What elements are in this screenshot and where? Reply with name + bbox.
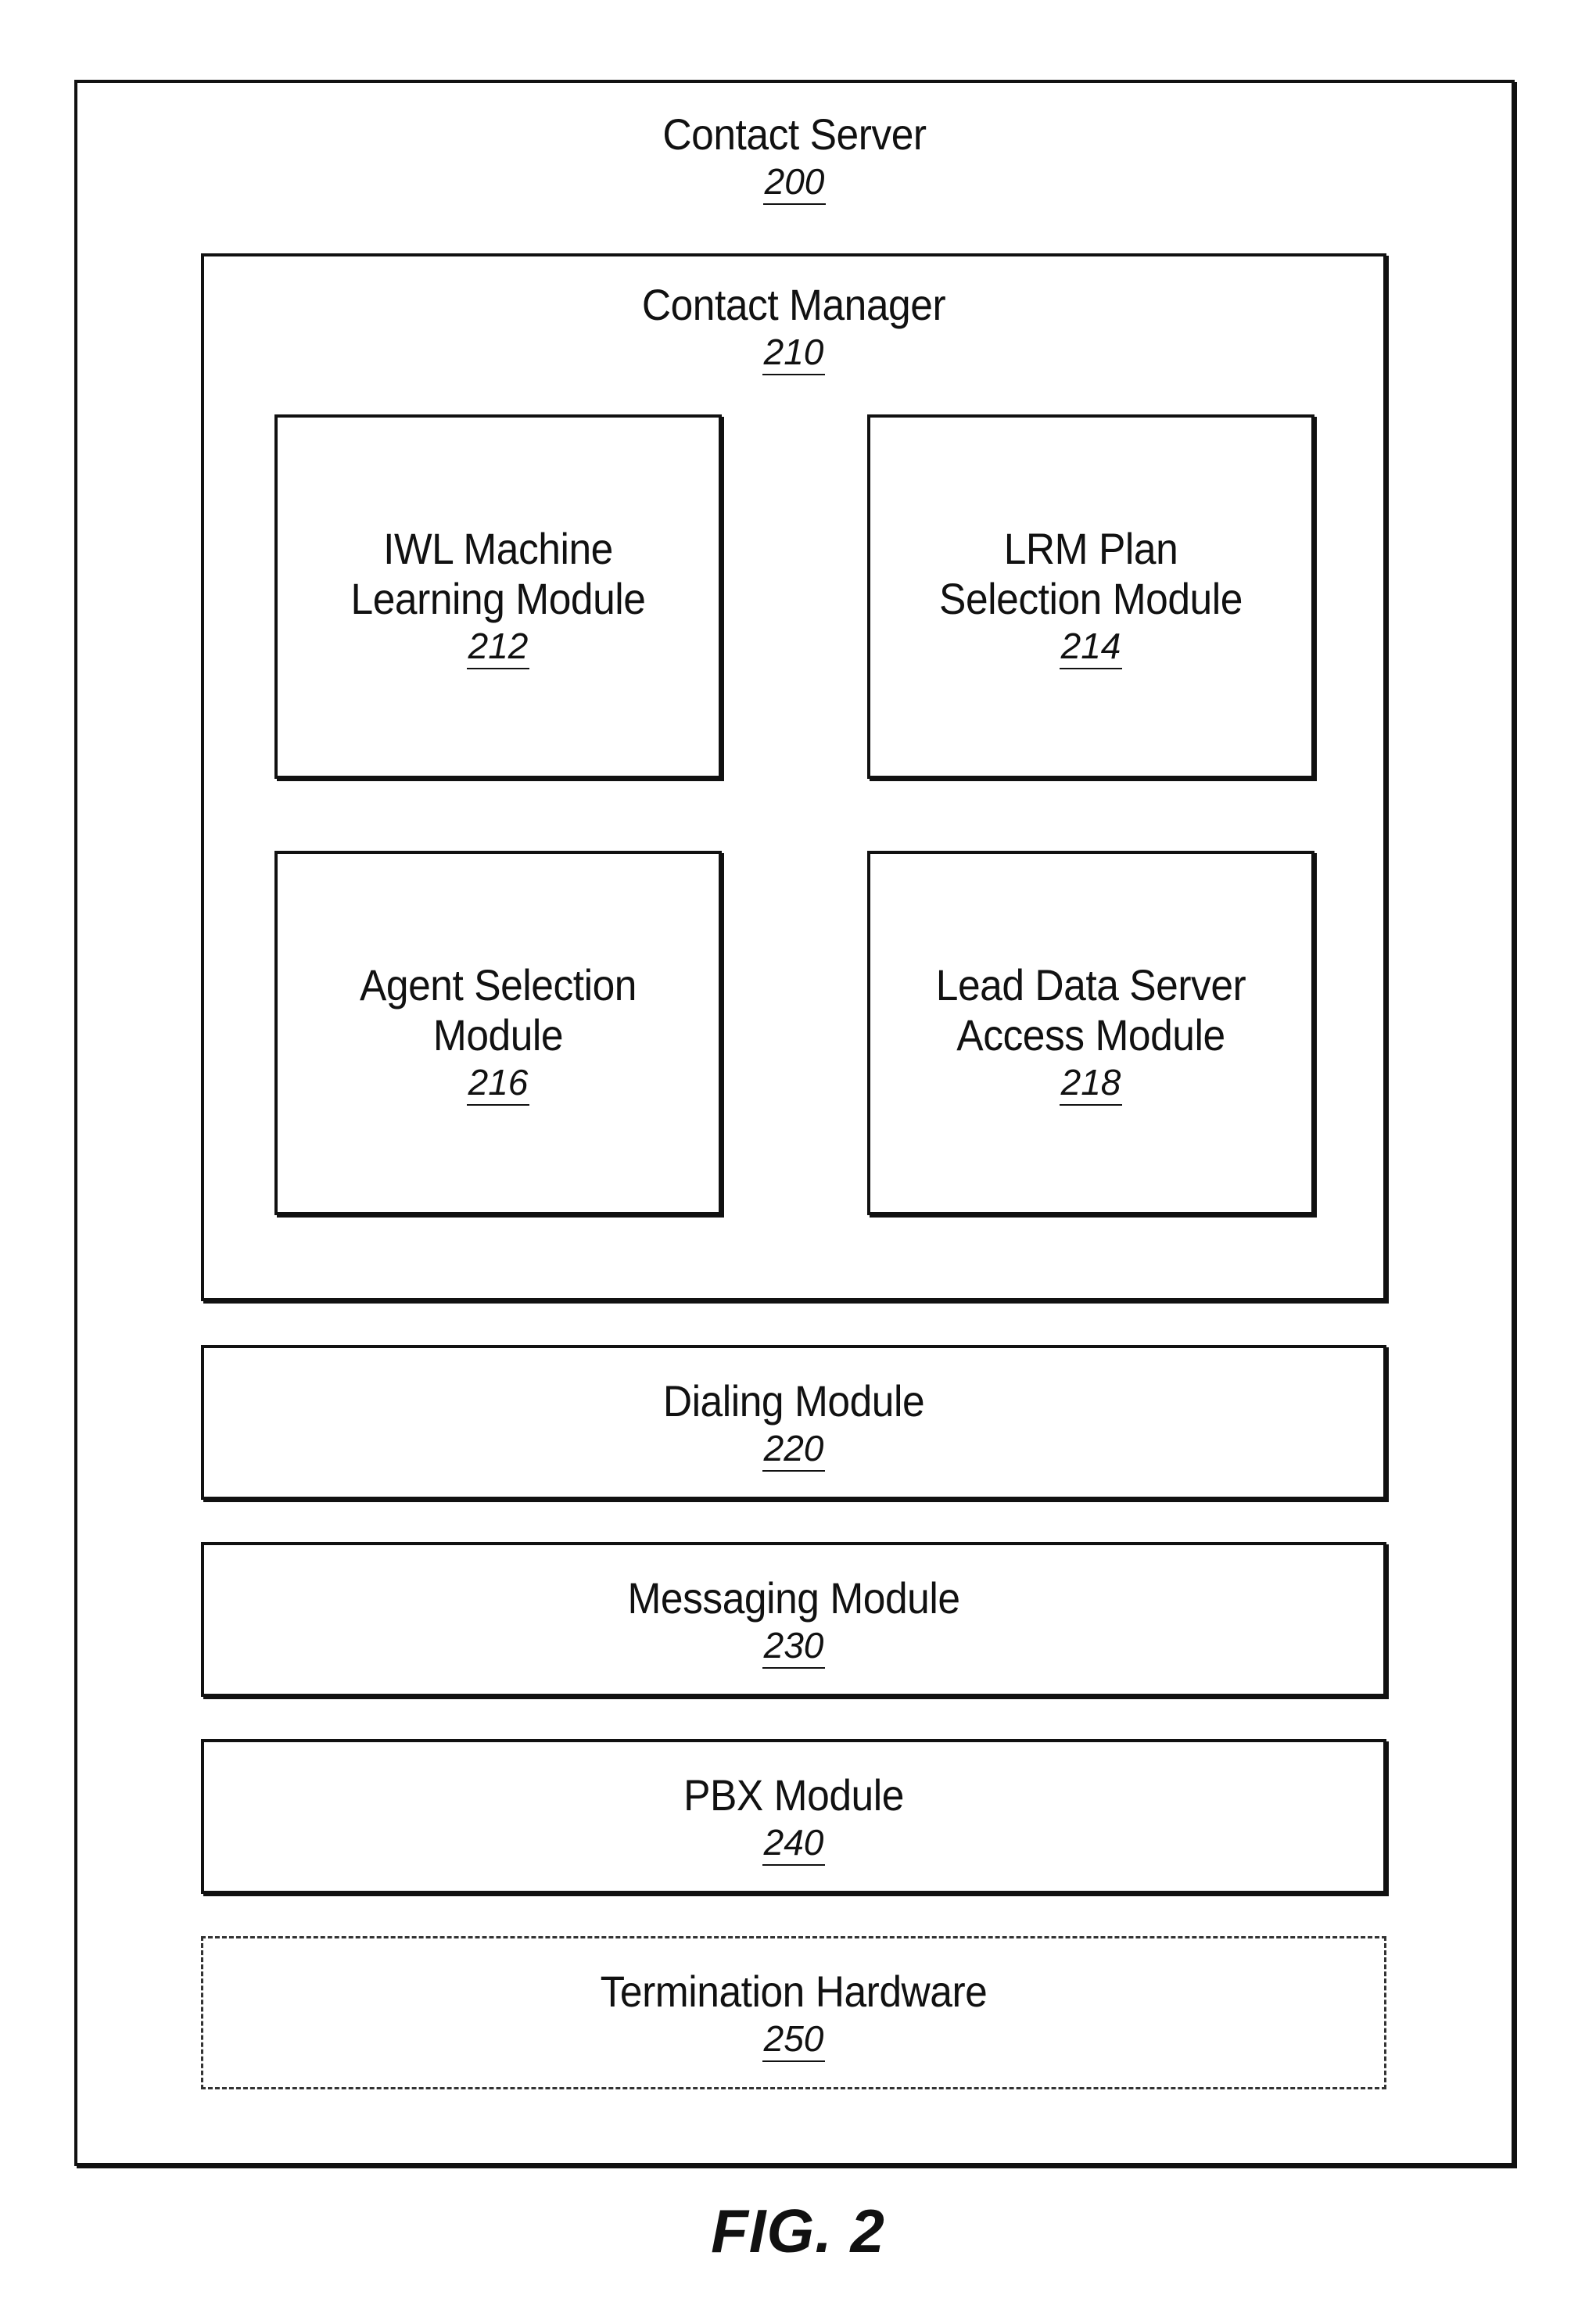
- agent-module-line2: Module: [296, 1010, 701, 1060]
- contact-server-ref-number: 200: [763, 161, 827, 205]
- figure-caption: FIG. 2: [0, 2196, 1596, 2267]
- agent-selection-module-box: Agent Selection Module 216: [274, 851, 722, 1215]
- pbx-module-ref: 240: [204, 1822, 1383, 1866]
- lrm-plan-selection-module-box: LRM Plan Selection Module 214: [867, 414, 1314, 779]
- iwl-module-ref-number: 212: [467, 626, 530, 669]
- contact-manager-box: Contact Manager 210 IWL Machine Learning…: [201, 253, 1386, 1301]
- termination-hardware-ref: 250: [203, 2018, 1384, 2062]
- iwl-machine-learning-module-box: IWL Machine Learning Module 212: [274, 414, 722, 779]
- lead-data-server-access-module-box: Lead Data Server Access Module 218: [867, 851, 1314, 1215]
- iwl-module-line2: Learning Module: [296, 574, 701, 624]
- contact-manager-title: Contact Manager: [251, 280, 1336, 330]
- pbx-module-ref-number: 240: [762, 1822, 826, 1866]
- agent-module-ref-number: 216: [467, 1062, 530, 1106]
- iwl-module-line1: IWL Machine: [296, 524, 701, 574]
- messaging-module-ref: 230: [204, 1625, 1383, 1669]
- agent-module-ref: 216: [278, 1062, 719, 1106]
- lead-module-line1: Lead Data Server: [888, 960, 1294, 1010]
- contact-manager-ref: 210: [204, 332, 1383, 375]
- termination-hardware-title: Termination Hardware: [250, 1967, 1336, 2017]
- lrm-module-line2: Selection Module: [888, 574, 1294, 624]
- lrm-module-ref-number: 214: [1060, 626, 1123, 669]
- messaging-module-ref-number: 230: [762, 1625, 826, 1669]
- iwl-module-ref: 212: [278, 626, 719, 669]
- messaging-module-box: Messaging Module 230: [201, 1542, 1386, 1697]
- termination-hardware-box: Termination Hardware 250: [201, 1936, 1386, 2089]
- lrm-module-line1: LRM Plan: [888, 524, 1294, 574]
- contact-server-title: Contact Server: [134, 109, 1454, 160]
- contact-manager-ref-number: 210: [762, 332, 826, 375]
- messaging-module-title: Messaging Module: [251, 1573, 1336, 1623]
- dialing-module-title: Dialing Module: [251, 1376, 1336, 1426]
- dialing-module-ref: 220: [204, 1428, 1383, 1472]
- pbx-module-title: PBX Module: [251, 1770, 1336, 1820]
- pbx-module-box: PBX Module 240: [201, 1739, 1386, 1894]
- termination-hardware-ref-number: 250: [762, 2018, 826, 2062]
- agent-module-line1: Agent Selection: [296, 960, 701, 1010]
- lrm-module-ref: 214: [870, 626, 1311, 669]
- lead-module-line2: Access Module: [888, 1010, 1294, 1060]
- lead-module-ref-number: 218: [1060, 1062, 1123, 1106]
- contact-server-box: Contact Server 200 Contact Manager 210 I…: [74, 80, 1515, 2166]
- lead-module-ref: 218: [870, 1062, 1311, 1106]
- dialing-module-ref-number: 220: [762, 1428, 826, 1472]
- contact-server-ref: 200: [77, 161, 1512, 205]
- dialing-module-box: Dialing Module 220: [201, 1345, 1386, 1500]
